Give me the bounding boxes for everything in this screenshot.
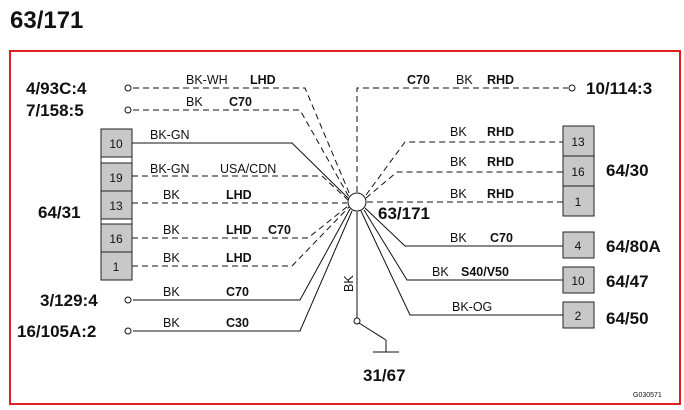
- wire-variant: LHD: [226, 223, 252, 237]
- wire-color: BK: [432, 265, 449, 279]
- wire-64-31-pin16: [132, 205, 349, 239]
- wire-variant: LHD: [226, 251, 252, 265]
- connector-label: 64/47: [606, 272, 649, 291]
- connector-64-31-label: 64/31: [38, 203, 81, 222]
- terminal-icon: [124, 296, 132, 304]
- connector-64-31: 10 19 13 16 1: [100, 128, 133, 281]
- wire-variant: RHD: [487, 187, 514, 201]
- terminal-label: 10/114:3: [586, 79, 652, 98]
- wire-64-30-pin13: [365, 141, 563, 196]
- wire-64-31-pin19: [132, 175, 349, 201]
- terminal-label: 4/93C:4: [26, 79, 87, 98]
- pin-number: 10: [571, 274, 585, 288]
- wire-color: BK: [163, 188, 180, 202]
- wire-3-129-4: [133, 208, 351, 301]
- wire-64-80a: [364, 207, 563, 247]
- wire-color: BK: [163, 251, 180, 265]
- wire-variant: C70: [490, 231, 513, 245]
- connector-64-50: 2 64/50 BK-OG: [452, 300, 649, 329]
- pin-number: 2: [575, 309, 582, 323]
- connector-64-30-label: 64/30: [606, 161, 649, 180]
- connector-label: 64/50: [606, 309, 649, 328]
- connector-label: 64/80A: [606, 237, 661, 256]
- pin-number: 10: [109, 137, 123, 151]
- terminal-label: 7/158:5: [26, 101, 84, 120]
- wire-color: BK: [163, 285, 180, 299]
- wire-64-31-pin1: [132, 206, 350, 267]
- reference-code: G030571: [633, 392, 662, 399]
- ground-wire-color: BK: [342, 275, 356, 292]
- wire-64-50: [360, 210, 563, 316]
- wire-variant: RHD: [487, 125, 514, 139]
- diagram-border: [9, 50, 681, 405]
- pin-number: 16: [109, 232, 123, 246]
- wire-variant: LHD: [226, 188, 252, 202]
- wire-color: BK-WH: [186, 73, 228, 87]
- wire-color: BK-GN: [150, 128, 190, 142]
- wire-variant: USA/CDN: [220, 162, 276, 176]
- wire-10-114-3: [356, 87, 568, 192]
- wire-variant: C30: [226, 316, 249, 330]
- wire-color: BK: [450, 187, 467, 201]
- wire-variant: LHD: [250, 73, 276, 87]
- wire-color: BK: [450, 125, 467, 139]
- terminal-10-114-3: 10/114:3 C70 BK RHD: [407, 73, 652, 98]
- wire-7-158-5: [133, 109, 350, 198]
- terminal-label: 16/105A:2: [17, 322, 96, 341]
- wire-16-105a-2: [133, 210, 353, 332]
- terminal-3-129-4: 3/129:4 BK C70: [40, 285, 249, 310]
- connector-64-47: 10 64/47 BK S40/V50: [432, 265, 649, 294]
- ground-icon: [353, 317, 399, 353]
- wire-variant: C70: [226, 285, 249, 299]
- pin-number: 1: [575, 195, 582, 209]
- wire-variant: C70: [229, 95, 252, 109]
- wire-variant-2: RHD: [487, 73, 514, 87]
- wire-group: [132, 87, 568, 332]
- wire-color: BK-OG: [452, 300, 492, 314]
- terminal-4-93c-4: 4/93C:4 BK-WH LHD: [26, 73, 276, 98]
- terminal-16-105a-2: 16/105A:2 BK C30: [17, 316, 249, 341]
- terminal-7-158-5: 7/158:5 BK C70: [26, 95, 252, 120]
- terminal-icon: [568, 84, 576, 92]
- splice-point: [347, 192, 367, 212]
- pin-number: 1: [113, 260, 120, 274]
- wire-64-31-pin10: [132, 142, 349, 199]
- wire-color: BK: [163, 223, 180, 237]
- wire-4-93c-4: [133, 87, 351, 196]
- wire-color: BK-GN: [150, 162, 190, 176]
- wire-variant: C70: [407, 73, 430, 87]
- terminal-icon: [124, 327, 132, 335]
- wire-variant-2: C70: [268, 223, 291, 237]
- terminal-label: 3/129:4: [40, 291, 98, 310]
- wire-color: BK: [450, 155, 467, 169]
- ground-label: 31/67: [363, 366, 406, 385]
- terminal-icon: [124, 106, 132, 114]
- wire-64-30-pin16: [365, 171, 563, 199]
- wire-color: BK: [163, 316, 180, 330]
- connector-64-80a: 4 64/80A BK C70: [450, 231, 661, 259]
- pin-number: 13: [109, 199, 123, 213]
- pin-number: 16: [571, 165, 585, 179]
- terminal-icon: [124, 84, 132, 92]
- wire-color: BK: [186, 95, 203, 109]
- wire-color: BK: [456, 73, 473, 87]
- pin-number: 4: [575, 239, 582, 253]
- wire-variant: S40/V50: [461, 265, 509, 279]
- wire-64-47: [363, 209, 563, 281]
- splice-label: 63/171: [378, 204, 430, 223]
- wire-color: BK: [450, 231, 467, 245]
- pin-number: 13: [571, 135, 585, 149]
- diagram-title: 63/171: [10, 7, 83, 34]
- connector-64-30: 13 16 1: [562, 125, 595, 217]
- pin-number: 19: [109, 171, 123, 185]
- wire-variant: RHD: [487, 155, 514, 169]
